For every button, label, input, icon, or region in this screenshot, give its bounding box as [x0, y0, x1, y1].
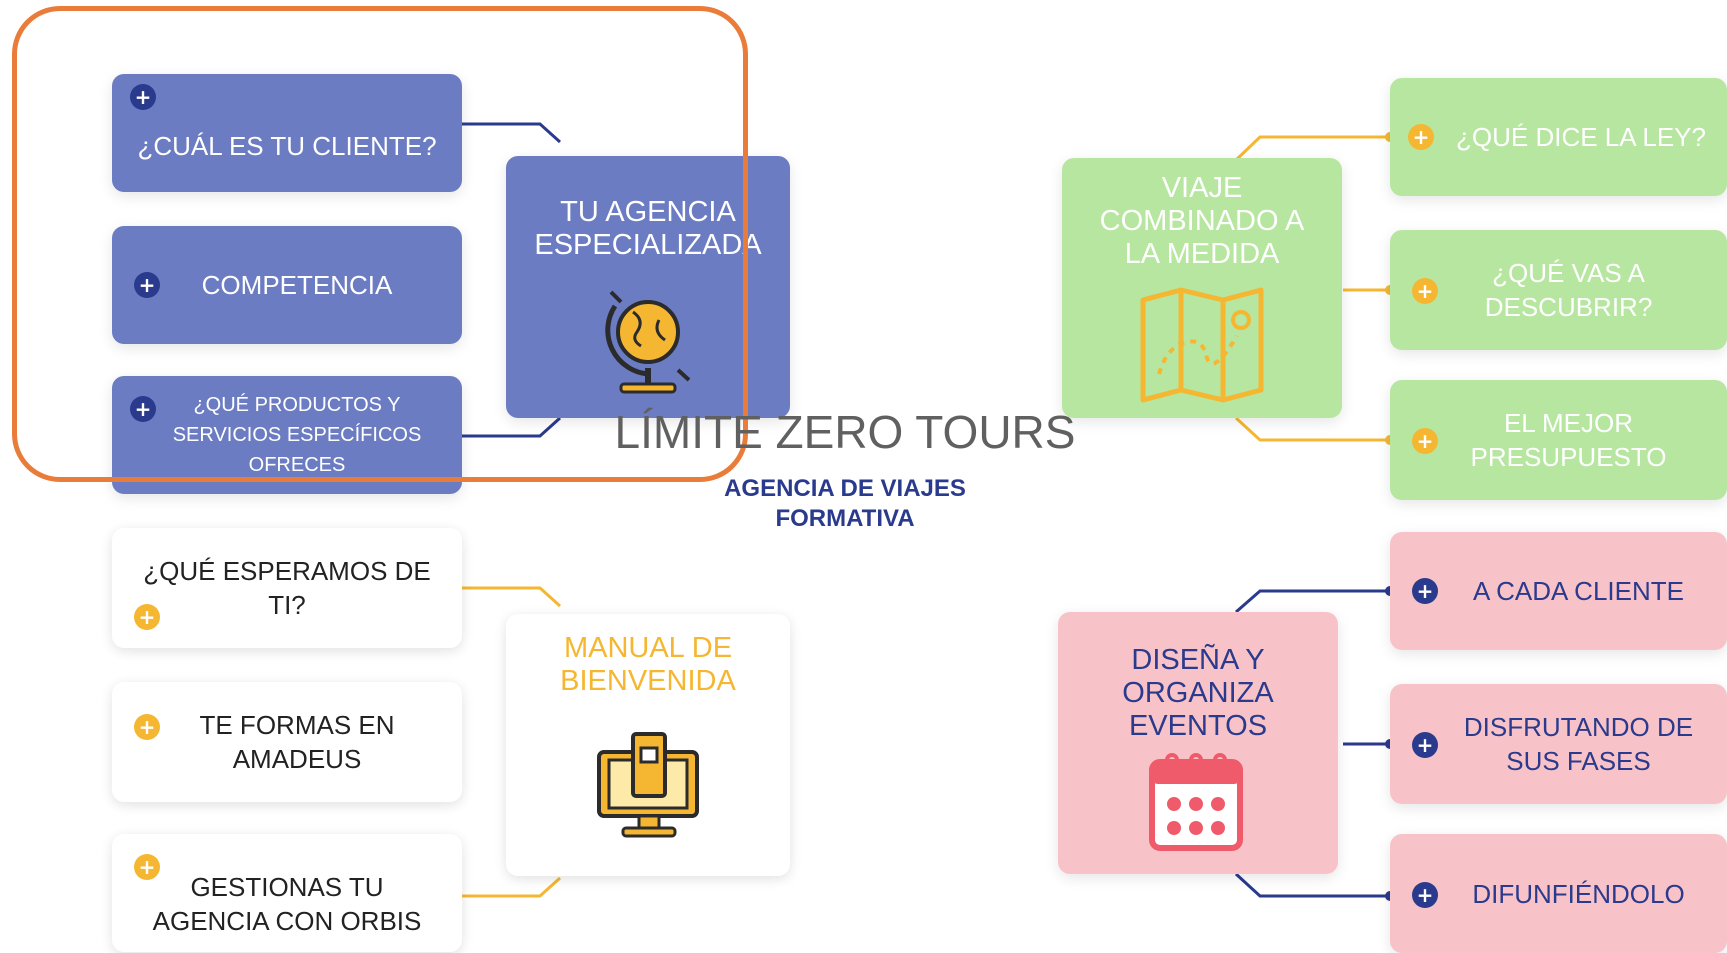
leaf-label: ¿QUÉ VAS A DESCUBRIR?	[1484, 258, 1653, 322]
leaf-label: EL MEJOR PRESUPUESTO	[1470, 408, 1667, 472]
plus-icon[interactable]: +	[1412, 278, 1438, 304]
plus-icon[interactable]: +	[130, 84, 156, 110]
leaf-a-cada-cliente[interactable]: + A CADA CLIENTE	[1390, 532, 1727, 650]
leaf-label: ¿CUÁL ES TU CLIENTE?	[137, 131, 437, 161]
leaf-que-vas-a-descubrir[interactable]: + ¿QUÉ VAS A DESCUBRIR?	[1390, 230, 1727, 350]
center-title: LÍMITE ZERO TOURS	[614, 406, 1076, 458]
center-subtitle: AGENCIA DE VIAJES FORMATIVA	[724, 475, 966, 532]
hub-title: DISEÑA Y ORGANIZA EVENTOS	[1122, 644, 1274, 742]
calendar-icon	[1149, 753, 1243, 851]
leaf-cual-es-tu-cliente[interactable]: + ¿CUÁL ES TU CLIENTE?	[112, 74, 462, 192]
leaf-label: ¿QUÉ ESPERAMOS DE TI?	[143, 556, 431, 620]
connector-difundiendo	[1234, 872, 1390, 898]
hub-viaje-combinado[interactable]: VIAJE COMBINADO A LA MEDIDA	[1062, 158, 1342, 418]
leaf-label: ¿QUÉ DICE LA LEY?	[1456, 122, 1706, 152]
leaf-label: GESTIONAS TU AGENCIA CON ORBIS	[152, 872, 422, 936]
hub-tu-agencia-especializada[interactable]: TU AGENCIA ESPECIALIZADA	[506, 156, 790, 418]
hub-title: TU AGENCIA ESPECIALIZADA	[534, 196, 762, 261]
plus-icon[interactable]: +	[130, 396, 156, 422]
leaf-gestionas-orbis[interactable]: + GESTIONAS TU AGENCIA CON ORBIS	[112, 834, 462, 952]
hub-title: VIAJE COMBINADO A LA MEDIDA	[1099, 172, 1305, 270]
hub-manual-de-bienvenida[interactable]: MANUAL DE BIENVENIDA	[506, 614, 790, 876]
plus-icon[interactable]: +	[134, 604, 160, 630]
connector-ley	[1234, 135, 1390, 162]
leaf-label: DISFRUTANDO DE SUS FASES	[1463, 712, 1694, 776]
leaf-label: DIFUNFIÉNDOLO	[1472, 878, 1685, 909]
plus-icon[interactable]: +	[1412, 732, 1438, 758]
hub-disena-organiza-eventos[interactable]: DISEÑA Y ORGANIZA EVENTOS	[1058, 612, 1338, 874]
leaf-label: A CADA CLIENTE	[1473, 576, 1684, 606]
map-icon	[1140, 287, 1264, 403]
hub-title: MANUAL DE BIENVENIDA	[560, 632, 736, 697]
globe-icon	[605, 290, 691, 394]
plus-icon[interactable]: +	[1412, 578, 1438, 604]
plus-icon[interactable]: +	[1412, 882, 1438, 908]
leaf-competencia[interactable]: + COMPETENCIA	[112, 226, 462, 344]
plus-icon[interactable]: +	[134, 272, 160, 298]
leaf-label: ¿QUÉ PRODUCTOS Y SERVICIOS ESPECÍFICOS O…	[172, 394, 422, 476]
computer-book-icon	[597, 732, 699, 838]
plus-icon[interactable]: +	[1412, 428, 1438, 454]
plus-icon[interactable]: +	[134, 854, 160, 880]
leaf-label: COMPETENCIA	[201, 270, 393, 300]
connector-presupuesto	[1234, 416, 1390, 442]
leaf-que-esperamos[interactable]: + ¿QUÉ ESPERAMOS DE TI?	[112, 528, 462, 648]
leaf-te-formas-amadeus[interactable]: + TE FORMAS EN AMADEUS	[112, 682, 462, 802]
leaf-label: TE FORMAS EN AMADEUS	[199, 710, 395, 774]
plus-icon[interactable]: +	[134, 714, 160, 740]
leaf-que-dice-la-ley[interactable]: + ¿QUÉ DICE LA LEY?	[1390, 78, 1727, 196]
connector-cliente-evento	[1235, 589, 1390, 614]
leaf-que-productos[interactable]: + ¿QUÉ PRODUCTOS Y SERVICIOS ESPECÍFICOS…	[112, 376, 462, 494]
leaf-difundiendolo[interactable]: + DIFUNFIÉNDOLO	[1390, 834, 1727, 953]
plus-icon[interactable]: +	[1408, 124, 1434, 150]
highlight-frame	[12, 6, 748, 482]
leaf-el-mejor-presupuesto[interactable]: + EL MEJOR PRESUPUESTO	[1390, 380, 1727, 500]
leaf-disfrutando-de-sus-fases[interactable]: + DISFRUTANDO DE SUS FASES	[1390, 684, 1727, 804]
